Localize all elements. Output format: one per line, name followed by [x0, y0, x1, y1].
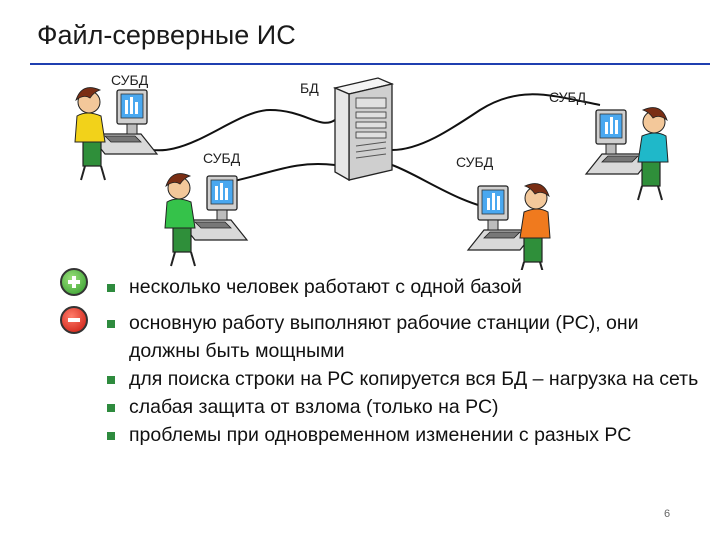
workstation-mid-left	[164, 173, 248, 267]
square-bullet-icon	[107, 432, 115, 440]
slide-title: Файл-серверные ИС	[37, 20, 296, 50]
con-item-text: проблемы при одновременном изменении с р…	[129, 424, 632, 446]
square-bullet-icon	[107, 404, 115, 412]
con-item-text: слабая защита от взлома (только на РС)	[129, 396, 499, 418]
label-dbms-top-right: СУБД	[549, 89, 587, 105]
minus-circle-icon	[60, 306, 88, 334]
con-item: проблемы при одновременном изменении с р…	[104, 421, 710, 449]
label-dbms-mid-right: СУБД	[456, 154, 494, 170]
square-bullet-icon	[107, 284, 115, 292]
cable-left-top	[127, 108, 336, 152]
con-item-text: для поиска строки на РС копируется вся Б…	[129, 368, 699, 390]
page-number: 6	[664, 508, 671, 520]
pro-item: несколько человек работают с одной базой	[104, 273, 710, 301]
square-bullet-icon	[107, 320, 115, 328]
con-item: основную работу выполняют рабочие станци…	[104, 309, 710, 365]
workstation-top-left	[74, 87, 158, 181]
square-bullet-icon	[107, 376, 115, 384]
con-item: слабая защита от взлома (только на РС)	[104, 393, 710, 421]
cable-right-top	[391, 93, 601, 151]
con-item-text: основную работу выполняют рабочие станци…	[129, 312, 639, 362]
label-dbms-mid-left: СУБД	[203, 150, 241, 166]
bullet-list: несколько человек работают с одной базой…	[104, 273, 710, 449]
label-dbms-top-left: СУБД	[111, 72, 149, 88]
workstation-top-right	[585, 107, 669, 201]
label-db-center: БД	[300, 80, 319, 96]
network-diagram	[74, 77, 669, 270]
workstation-mid-right	[467, 183, 551, 270]
con-item: для поиска строки на РС копируется вся Б…	[104, 365, 710, 393]
title-underline	[30, 63, 710, 65]
pro-item-text: несколько человек работают с одной базой	[129, 276, 522, 298]
plus-circle-icon	[60, 268, 88, 296]
database-server-icon	[332, 77, 395, 182]
